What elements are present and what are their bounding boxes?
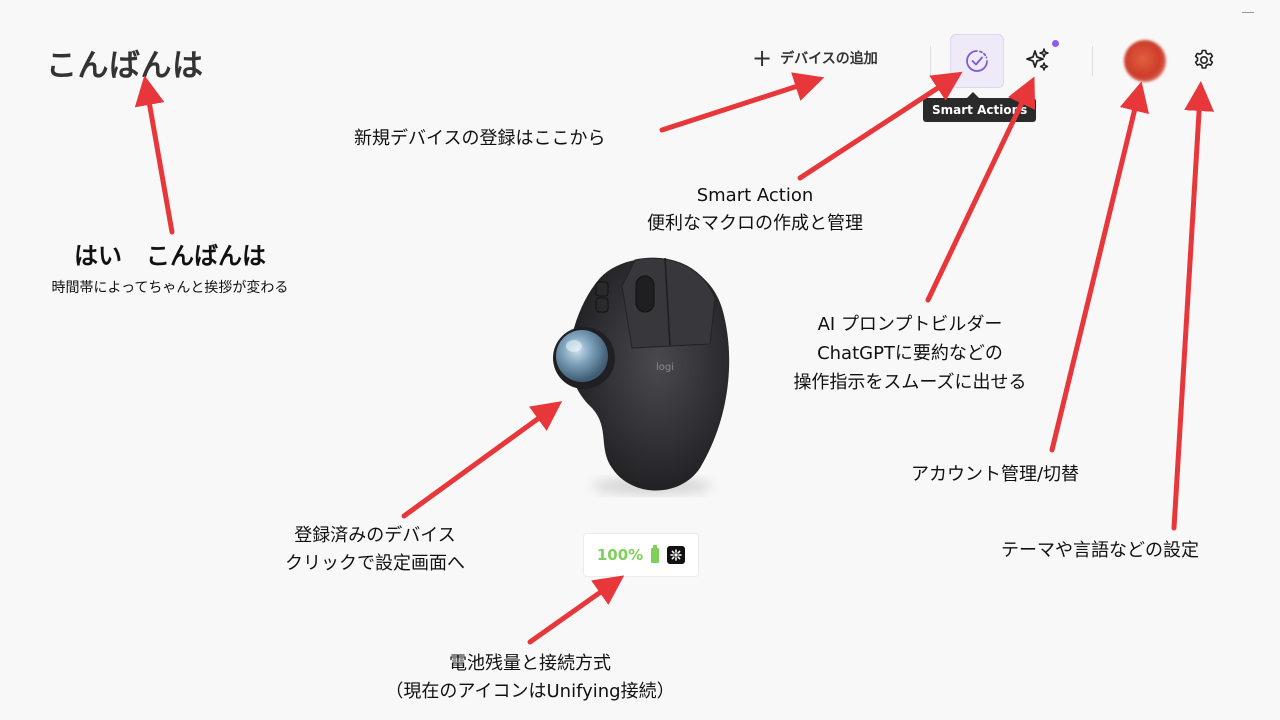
arrow-add-device <box>659 72 825 133</box>
annotation-ai-l3: 操作指示をスムーズに出せる <box>793 372 1027 393</box>
arrow-settings <box>1171 81 1215 531</box>
annotation-add-device: 新規デバイスの登録はここから <box>354 128 606 149</box>
notification-dot <box>1052 40 1059 47</box>
annotation-device: 登録済みのデバイス クリックで設定画面へ <box>240 522 510 578</box>
battery-status-badge: 100% <box>583 533 699 577</box>
arrow-device <box>401 401 563 519</box>
annotation-account: アカウント管理/切替 <box>910 464 1080 485</box>
annotation-smart-action-l1: Smart Action <box>696 185 814 206</box>
annotation-battery-l1: 電池残量と接続方式 <box>449 653 611 674</box>
device-card-mouse[interactable]: logi <box>540 248 740 498</box>
annotation-smart-action: Smart Action 便利なマクロの作成と管理 <box>600 182 910 238</box>
annotation-battery-l2: （現在のアイコンはUnifying接続） <box>385 681 675 702</box>
unifying-icon <box>667 546 686 564</box>
add-device-label: デバイスの追加 <box>780 51 878 67</box>
header-divider <box>930 46 931 76</box>
window-minimize-button[interactable] <box>1226 0 1272 24</box>
smart-actions-icon <box>966 50 988 72</box>
greeting-title: こんばんは <box>46 48 204 84</box>
arrow-greeting <box>134 75 175 235</box>
annotation-ai-l1: AI プロンプトビルダー <box>817 314 1003 335</box>
header-divider <box>1092 46 1093 76</box>
battery-icon <box>651 544 660 563</box>
annotation-smart-action-l2: 便利なマクロの作成と管理 <box>647 213 863 234</box>
annotation-ai-l2: ChatGPTに要約などの <box>817 343 1003 364</box>
settings-button[interactable] <box>1190 46 1218 74</box>
ai-prompt-builder-button[interactable] <box>1022 44 1054 76</box>
device-logo-text: logi <box>656 362 674 373</box>
plus-icon: + <box>752 44 773 72</box>
trackball-mouse-image: logi <box>553 257 730 494</box>
annotation-device-l2: クリックで設定画面へ <box>285 553 465 574</box>
annotation-greeting: はい こんばんは 時間帯によってちゃんと挨拶が変わる <box>20 236 320 297</box>
arrow-battery <box>527 575 625 645</box>
annotation-battery: 電池残量と接続方式 （現在のアイコンはUnifying接続） <box>320 650 740 706</box>
annotation-greeting-sub: 時間帯によってちゃんと挨拶が変わる <box>51 280 289 296</box>
add-device-button[interactable]: + デバイスの追加 <box>752 44 878 72</box>
smart-actions-button[interactable] <box>950 34 1004 88</box>
smart-actions-tooltip: Smart Actions <box>923 92 1037 122</box>
annotation-greeting-title: はい こんばんは <box>74 242 266 270</box>
battery-percent: 100% <box>596 546 644 564</box>
gear-icon <box>1194 49 1214 69</box>
annotation-settings: テーマや言語などの設定 <box>1001 540 1199 561</box>
account-avatar[interactable] <box>1124 40 1166 82</box>
annotation-device-l1: 登録済みのデバイス <box>294 525 456 546</box>
annotation-ai-prompt: AI プロンプトビルダー ChatGPTに要約などの 操作指示をスムーズに出せる <box>740 310 1080 397</box>
ai-sparkle-icon <box>1026 48 1049 71</box>
arrow-smart-action <box>797 71 963 181</box>
